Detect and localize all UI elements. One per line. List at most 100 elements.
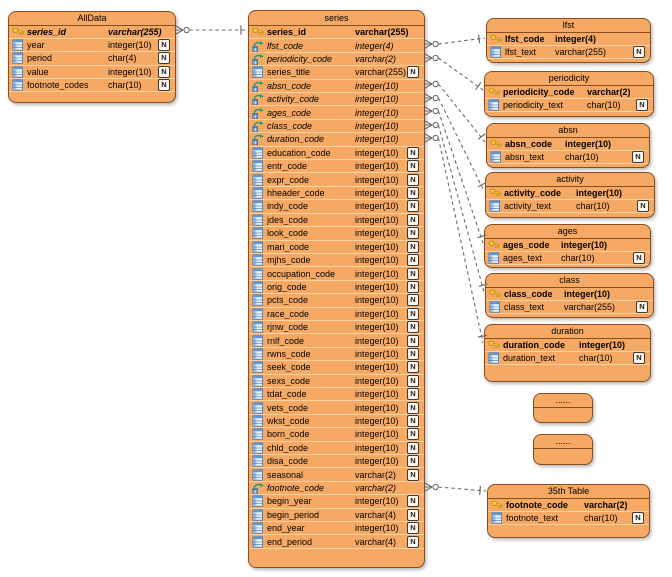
- table-title[interactable]: ......: [534, 394, 592, 408]
- table-title[interactable]: ages: [485, 225, 650, 239]
- foreign-key-icon: [252, 53, 267, 65]
- table-title[interactable]: series: [249, 11, 424, 26]
- table-placeholder1[interactable]: ......: [533, 393, 593, 423]
- column-type: integer(4): [555, 34, 597, 44]
- table-title[interactable]: ......: [534, 435, 592, 449]
- table-title[interactable]: 35th Table: [488, 485, 649, 499]
- column-name: activity_code: [504, 188, 562, 198]
- column-type: integer(10): [355, 214, 399, 225]
- table-title[interactable]: duration: [485, 325, 650, 339]
- table-title[interactable]: AllData: [9, 12, 175, 26]
- column-icon: [252, 348, 267, 360]
- column-icon: [252, 388, 267, 400]
- column-type: integer(10): [355, 134, 399, 145]
- nullable-badge: N: [407, 374, 419, 387]
- column-name: duration_text: [503, 353, 556, 363]
- table-title[interactable]: periodicity: [485, 72, 653, 86]
- column-name: activity_code: [267, 94, 320, 105]
- table-title[interactable]: activity: [486, 173, 654, 187]
- table-placeholder2[interactable]: ......: [533, 434, 593, 465]
- table-title[interactable]: lfst: [487, 19, 650, 33]
- column-name: born_code: [267, 429, 310, 440]
- table-title[interactable]: class: [486, 274, 653, 288]
- nullable-badge: N: [632, 512, 644, 524]
- column-type: integer(10): [565, 139, 612, 149]
- column-name: footnote_codes: [27, 79, 89, 90]
- column-name: periodicity_code: [503, 87, 575, 97]
- table-title[interactable]: absn: [487, 124, 649, 138]
- nullable-badge: N: [407, 428, 419, 441]
